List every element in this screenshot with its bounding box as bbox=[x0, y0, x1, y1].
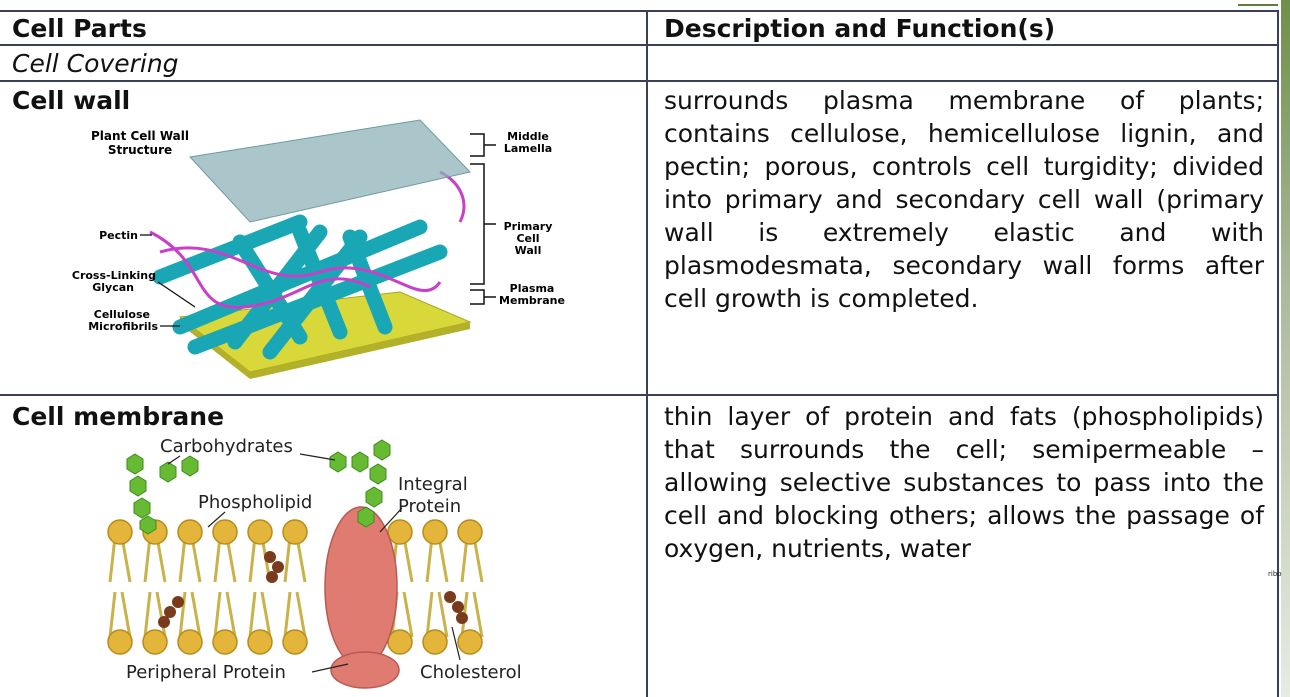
section-cell-covering: Cell Covering bbox=[12, 49, 179, 78]
label-peripheral-protein: Peripheral Protein bbox=[126, 662, 286, 683]
row-title-cell-wall: Cell wall bbox=[12, 86, 131, 115]
label-cellulose-2: Microfibrils bbox=[88, 320, 158, 333]
right-brackets bbox=[470, 133, 496, 305]
row-title-cell-membrane: Cell membrane bbox=[12, 402, 225, 431]
cell-membrane-diagram: Carbohydrates Integral Protein Phospholi… bbox=[107, 436, 522, 689]
cell-parts-table bbox=[0, 10, 1279, 697]
label-primary-2: Cell bbox=[516, 232, 539, 245]
label-primary-3: Wall bbox=[515, 244, 542, 257]
column-divider bbox=[646, 10, 648, 697]
membrane-leader-lines bbox=[167, 453, 461, 673]
label-cholesterol: Cholesterol bbox=[420, 662, 522, 683]
label-middle-1: Middle bbox=[507, 130, 549, 143]
label-primary-1: Primary bbox=[504, 220, 553, 233]
row-description-cell-wall: surrounds plasma membrane of plants; con… bbox=[664, 86, 1264, 313]
label-pectin: Pectin bbox=[99, 229, 138, 242]
label-phospholipid: Phospholipid bbox=[198, 492, 312, 513]
header-description: Description and Function(s) bbox=[664, 14, 1056, 43]
label-plasma-2: Membrane bbox=[499, 294, 565, 307]
label-plasma-1: Plasma bbox=[510, 282, 555, 295]
middle-lamella bbox=[189, 119, 471, 223]
label-middle-2: Lamella bbox=[504, 142, 552, 155]
row-divider bbox=[0, 394, 1279, 396]
label-crosslink-1: Cross-Linking bbox=[72, 269, 156, 282]
row-description-cell-membrane: thin layer of protein and fats (phosphol… bbox=[664, 402, 1264, 563]
figure-title-line2: Structure bbox=[108, 143, 172, 157]
label-integral-1: Integral bbox=[398, 474, 468, 495]
phospholipid-heads-bottom bbox=[107, 629, 483, 655]
header-divider bbox=[0, 44, 1279, 46]
background-edge-strip bbox=[1281, 0, 1290, 697]
left-leader-lines bbox=[140, 234, 196, 327]
carbohydrate-chains bbox=[126, 439, 391, 535]
side-note-text: ribo bbox=[1268, 570, 1282, 578]
corner-mark bbox=[1238, 0, 1278, 6]
label-cellulose-1: Cellulose bbox=[94, 308, 150, 321]
header-cell-parts: Cell Parts bbox=[12, 14, 147, 43]
table-border-top bbox=[0, 10, 1279, 12]
phospholipid-heads-top bbox=[107, 519, 483, 545]
figure-title-line1: Plant Cell Wall bbox=[91, 129, 189, 143]
section-divider bbox=[0, 80, 1279, 82]
label-integral-2: Protein bbox=[398, 496, 461, 517]
peripheral-protein bbox=[330, 651, 400, 689]
plant-cell-wall-diagram: Plant Cell Wall Structure Pectin Cross-L… bbox=[72, 119, 565, 379]
integral-protein bbox=[324, 506, 398, 668]
table-border-right bbox=[1277, 10, 1279, 697]
cellulose-microfibrils bbox=[152, 214, 448, 360]
cholesterol-molecules bbox=[158, 551, 468, 628]
label-carbohydrates: Carbohydrates bbox=[160, 436, 293, 457]
label-crosslink-2: Glycan bbox=[92, 281, 134, 294]
